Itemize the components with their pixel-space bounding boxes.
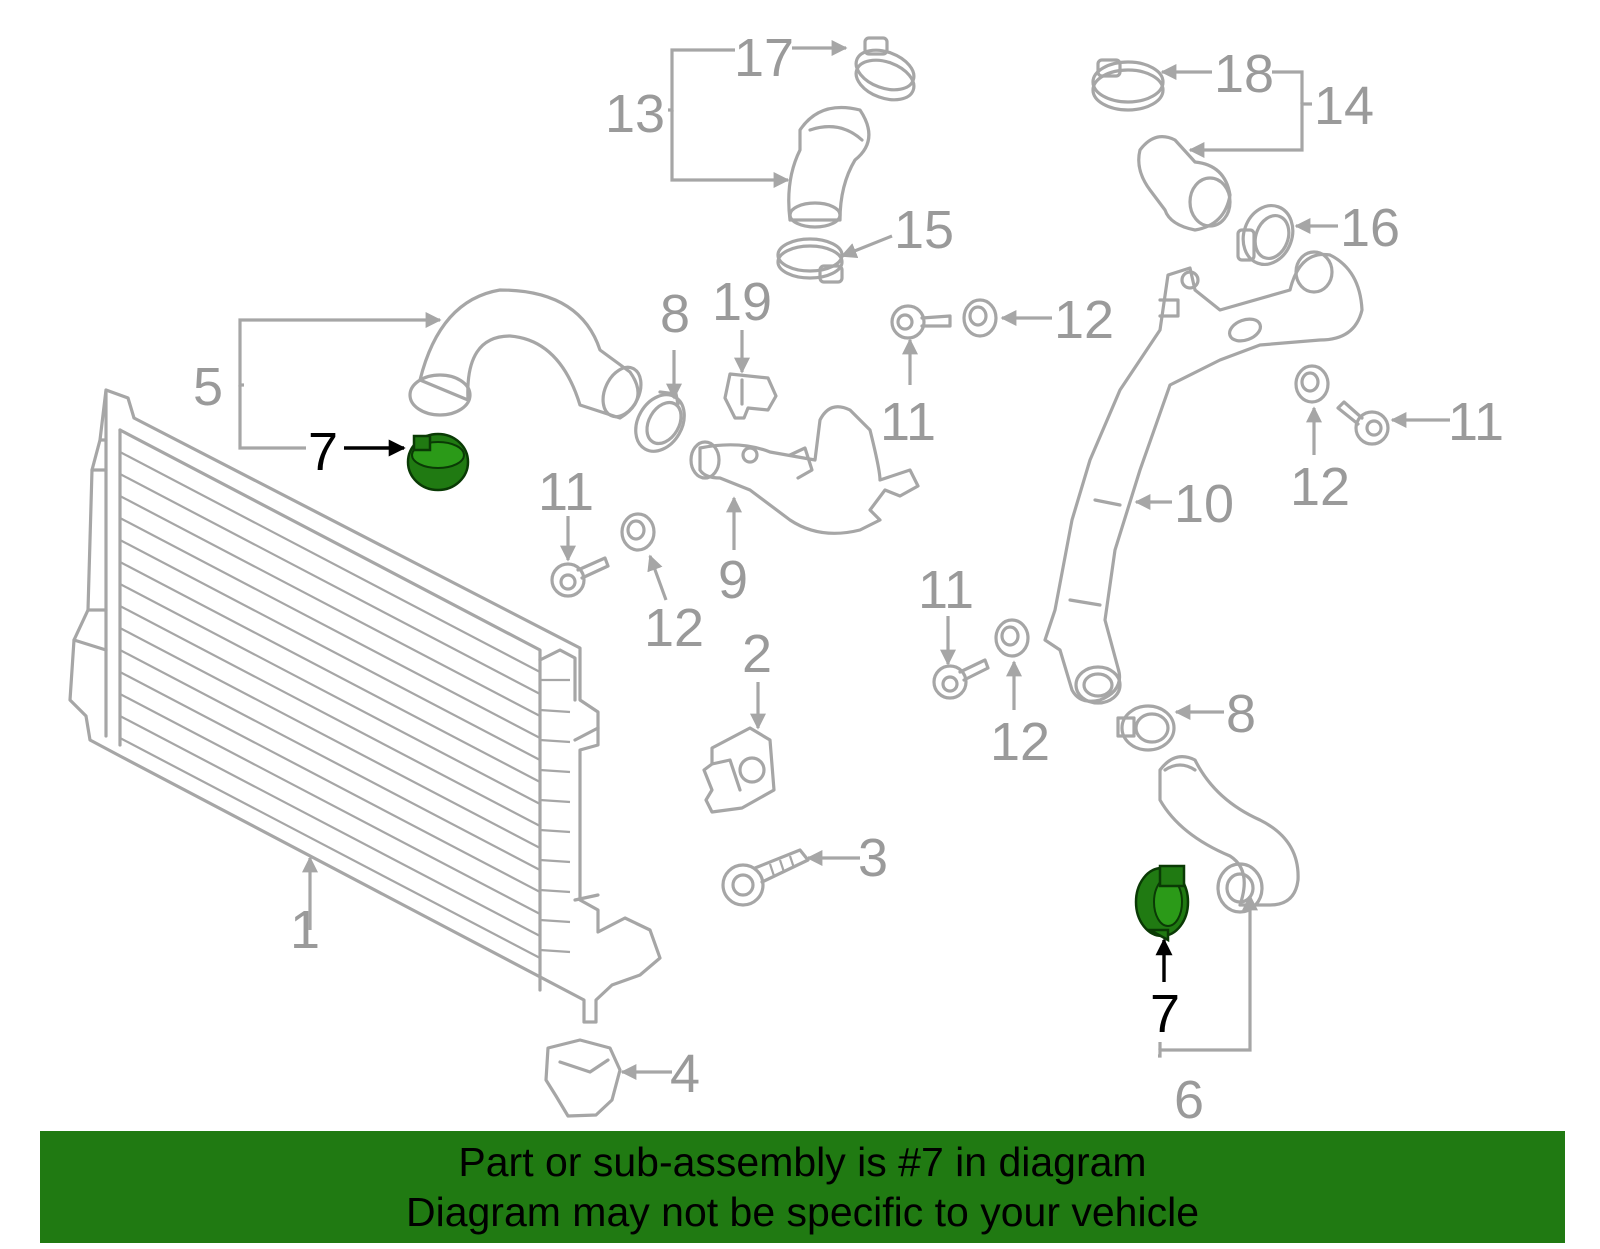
bolt-part-11-a[interactable] — [550, 556, 610, 598]
callout-7-lower: 7 — [1150, 984, 1180, 1044]
callout-5: 5 — [193, 357, 223, 417]
clamp-part-16[interactable] — [1235, 199, 1301, 272]
clamp-part-7-upper[interactable] — [406, 432, 470, 492]
callout-19: 19 — [712, 272, 772, 332]
bolt-part-3[interactable] — [721, 848, 810, 907]
pipe-part-10[interactable] — [1043, 250, 1364, 705]
callout-9: 9 — [718, 550, 748, 610]
banner-line-1: Part or sub-assembly is #7 in diagram — [458, 1139, 1147, 1185]
callout-7-upper: 7 — [308, 422, 338, 482]
callout-13: 13 — [605, 84, 665, 144]
callout-8-upper: 8 — [660, 284, 690, 344]
callout-4: 4 — [670, 1044, 700, 1104]
callout-12-d: 12 — [1290, 457, 1350, 517]
bolt-part-11-d[interactable] — [1336, 400, 1390, 446]
grommet-part-12-d[interactable] — [1294, 364, 1330, 404]
cap-part-4[interactable] — [544, 1038, 622, 1118]
callout-12-b: 12 — [1054, 290, 1114, 350]
callout-11-d: 11 — [1448, 392, 1504, 452]
clamp-part-7-lower[interactable] — [1134, 864, 1190, 943]
leader-lines — [238, 40, 1450, 1080]
clamp-part-8-lower[interactable] — [1116, 704, 1176, 752]
grommet-part-12-c[interactable] — [994, 618, 1030, 658]
callout-3: 3 — [858, 828, 888, 888]
bracket-part-2[interactable] — [702, 726, 776, 814]
callout-8-lower: 8 — [1226, 684, 1256, 744]
intercooler-part-1[interactable] — [68, 388, 662, 1024]
hose-part-6[interactable] — [1158, 755, 1300, 914]
callout-12-a: 12 — [644, 598, 704, 658]
clamp-part-17[interactable] — [851, 36, 920, 107]
callout-18: 18 — [1214, 44, 1274, 104]
callout-11-c: 11 — [918, 560, 974, 620]
sensor-part-19[interactable] — [723, 372, 778, 420]
pipe-part-9[interactable] — [689, 405, 920, 535]
intercooler-fins — [119, 451, 571, 959]
callout-16: 16 — [1340, 198, 1400, 258]
callout-17: 17 — [734, 28, 794, 88]
callout-1: 1 — [290, 900, 320, 960]
clamp-part-15[interactable] — [776, 237, 844, 284]
banner-line-2: Diagram may not be specific to your vehi… — [405, 1189, 1199, 1235]
hose-part-14[interactable] — [1137, 135, 1232, 232]
callout-12-c: 12 — [990, 712, 1050, 772]
callout-14: 14 — [1314, 76, 1374, 136]
callout-15: 15 — [894, 200, 954, 260]
clamp-part-18[interactable] — [1091, 58, 1165, 112]
grommet-part-12-b[interactable] — [962, 298, 998, 338]
callout-labels: 1 2 3 4 5 6 7 7 8 8 9 10 11 11 11 11 12 … — [193, 28, 1504, 1130]
grommet-part-12-a[interactable] — [620, 512, 656, 552]
callout-11-b: 11 — [880, 392, 936, 452]
bolt-part-11-b[interactable] — [890, 304, 952, 340]
bolt-part-11-c[interactable] — [932, 658, 990, 700]
callout-2: 2 — [742, 624, 772, 684]
hose-part-5[interactable] — [408, 288, 648, 423]
callout-6: 6 — [1174, 1070, 1204, 1130]
info-banner: Part or sub-assembly is #7 in diagram Di… — [40, 1131, 1565, 1243]
callout-10: 10 — [1174, 474, 1234, 534]
hose-part-13[interactable] — [787, 105, 871, 229]
callout-11-a: 11 — [538, 462, 594, 522]
